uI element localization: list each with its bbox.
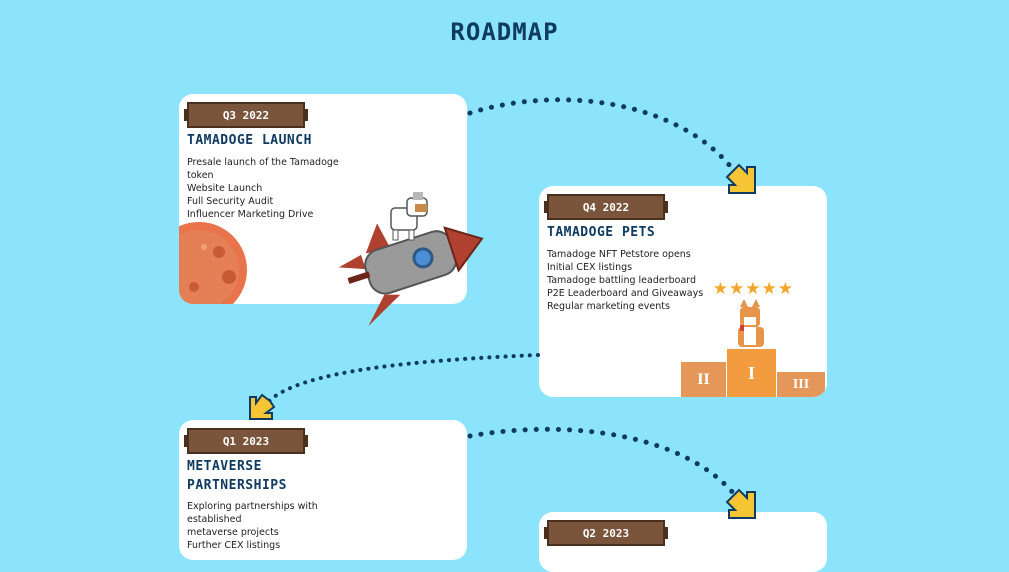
milestone-list: Presale launch of the Tamadoge token Web… [187,156,339,221]
list-item: P2E Leaderboard and Giveaways [547,288,704,299]
list-item: Initial CEX listings [547,262,633,273]
card-title: METAVERSE [187,459,262,474]
card-title: TAMADOGE LAUNCH [187,133,312,148]
list-item: Tamadoge battling leaderboard [547,275,697,286]
period-badge: Q4 2022 [544,194,668,220]
period-badge: Q3 2022 [184,102,308,128]
period-badge: Q2 2023 [544,520,668,546]
page-title: ROADMAP [450,18,559,46]
list-item: Influencer Marketing Drive [187,209,314,220]
list-item: Full Security Audit [187,196,274,207]
list-item: established [187,514,242,525]
planet-icon [179,222,247,304]
list-item: token [187,170,214,181]
podium-second: II [681,362,726,397]
shiba-dog-icon [738,299,764,347]
arrow-down-right-icon [725,488,756,519]
shiba-dog-icon [390,192,428,241]
period-badge: Q1 2023 [184,428,308,454]
list-item: Exploring partnerships with [187,501,318,512]
list-item: Regular marketing events [547,301,670,312]
star-icon: ★★★★★ [712,279,794,299]
list-item: Presale launch of the Tamadoge [187,157,339,168]
card-title: TAMADOGE PETS [547,225,656,240]
milestone-list: Exploring partnerships with established … [187,500,318,552]
podium-third: III [777,372,825,397]
rocket-icon [338,223,484,327]
podium-first: I [727,349,776,397]
card-title: PARTNERSHIPS [187,478,287,493]
roadmap-card-q2-2023: Q2 2023 [539,512,827,572]
roadmap-card-q4-2022: Q4 2022 TAMADOGE PETS Tamadoge NFT Petst… [539,186,827,397]
dotted-connector [266,97,738,498]
list-item: metaverse projects [187,527,279,538]
arrow-down-right-icon [725,163,756,194]
list-item: Tamadoge NFT Petstore opens [547,249,691,260]
arrow-down-left-icon [249,393,276,420]
roadmap-card-q1-2023: Q1 2023 METAVERSE PARTNERSHIPS Exploring… [179,420,467,560]
list-item: Website Launch [187,183,263,194]
milestone-list: Tamadoge NFT Petstore opens Initial CEX … [547,248,703,313]
